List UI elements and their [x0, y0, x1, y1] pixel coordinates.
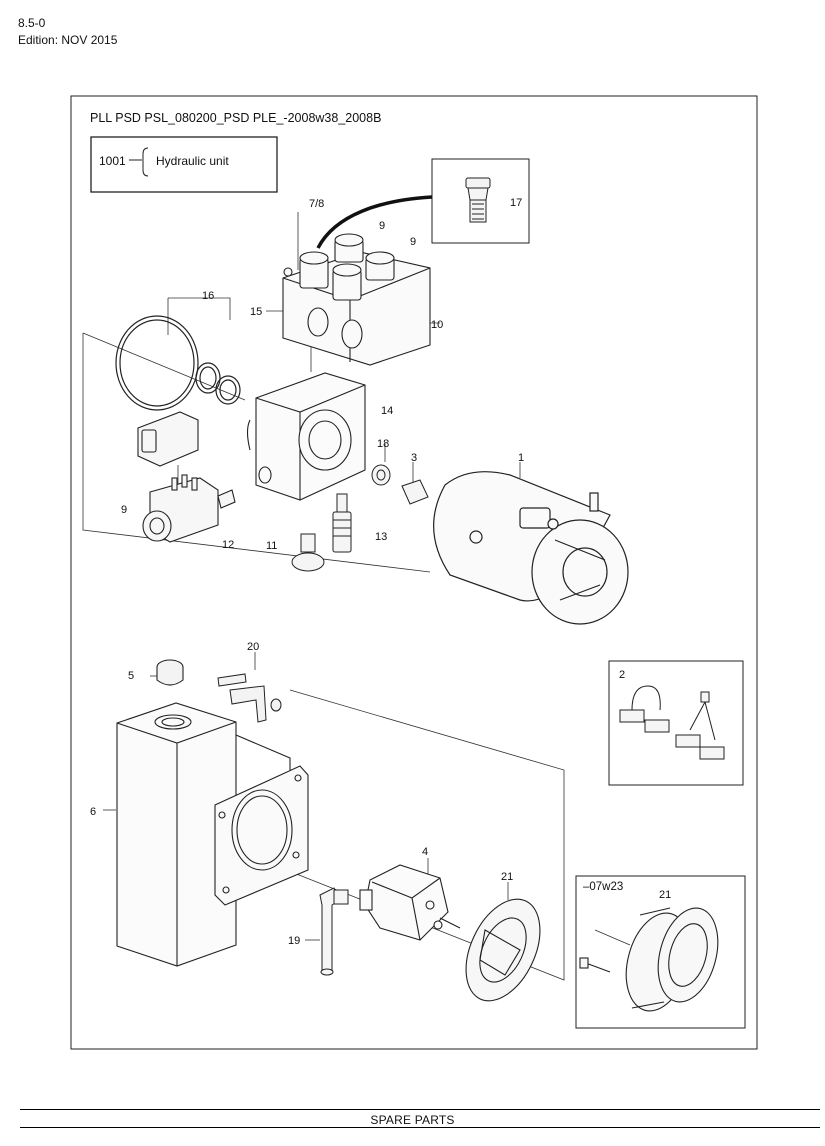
part-6-tank [116, 702, 291, 967]
hose-line [316, 195, 433, 249]
callout-4: 4 [422, 846, 428, 858]
small-parts [291, 464, 429, 572]
callout-21: 21 [501, 871, 513, 883]
callout-9-top: 9 [379, 220, 385, 232]
callout-14: 14 [381, 405, 393, 417]
part-20-bracket [217, 673, 282, 723]
callout-7-8: 7/8 [309, 198, 324, 210]
callout-9-lower: 9 [121, 504, 127, 516]
part-13-valve [332, 511, 352, 553]
callout-17: 17 [510, 197, 522, 209]
callout-6: 6 [90, 806, 96, 818]
part-2-brushes [619, 685, 725, 760]
diagram-title: PLL PSD PSL_080200_PSD PLE_-2008w38_2008… [90, 111, 381, 125]
part-9-solenoid-coil [137, 411, 236, 543]
edition-date: Edition: NOV 2015 [18, 33, 118, 47]
callout-20: 20 [247, 641, 259, 653]
callout-19: 19 [288, 935, 300, 947]
callout-12: 12 [222, 539, 234, 551]
callout-18: 18 [377, 438, 389, 450]
footer-rule-top [20, 1109, 820, 1110]
part-3-coupling [401, 479, 429, 505]
inset-variant-label: –07w23 [583, 881, 623, 893]
leader-lines [82, 212, 631, 981]
callout-2: 2 [619, 669, 625, 681]
callout-3: 3 [411, 452, 417, 464]
inset-box-17 [431, 158, 530, 244]
valve-block [282, 233, 431, 366]
callout-21-variant: 21 [659, 889, 671, 901]
legend-code: 1001 [99, 154, 126, 168]
callout-1: 1 [518, 452, 524, 464]
tank-gasket [214, 765, 309, 906]
part-17-fitting [465, 177, 491, 223]
footer-rule-bottom [20, 1127, 820, 1128]
page-code: 8.5-0 [18, 16, 46, 30]
callout-9-right: 9 [410, 236, 416, 248]
part-16-seals [115, 315, 241, 411]
callout-15: 15 [250, 306, 262, 318]
footer-section-title: SPARE PARTS [370, 1113, 455, 1127]
inset-box-21-variant [575, 875, 746, 1029]
inset-box-2 [608, 660, 744, 786]
part-21-brush-plate [465, 898, 541, 1002]
part-5-filler-cap [156, 659, 184, 686]
part-4-gear-pump [359, 864, 461, 941]
part-11-plug [300, 533, 316, 553]
legend-label: Hydraulic unit [156, 154, 229, 168]
diagram-frame [70, 95, 758, 1050]
callout-10: 10 [431, 319, 443, 331]
part-21-variant-brush-holder [579, 907, 719, 1012]
part-19-suction-pipe [319, 887, 349, 976]
legend-box [90, 136, 278, 193]
part-14-housing [246, 372, 366, 501]
callout-13: 13 [375, 531, 387, 543]
callout-5: 5 [128, 670, 134, 682]
callout-16: 16 [202, 290, 214, 302]
part-1-motor [433, 471, 629, 625]
callout-11: 11 [266, 540, 277, 552]
